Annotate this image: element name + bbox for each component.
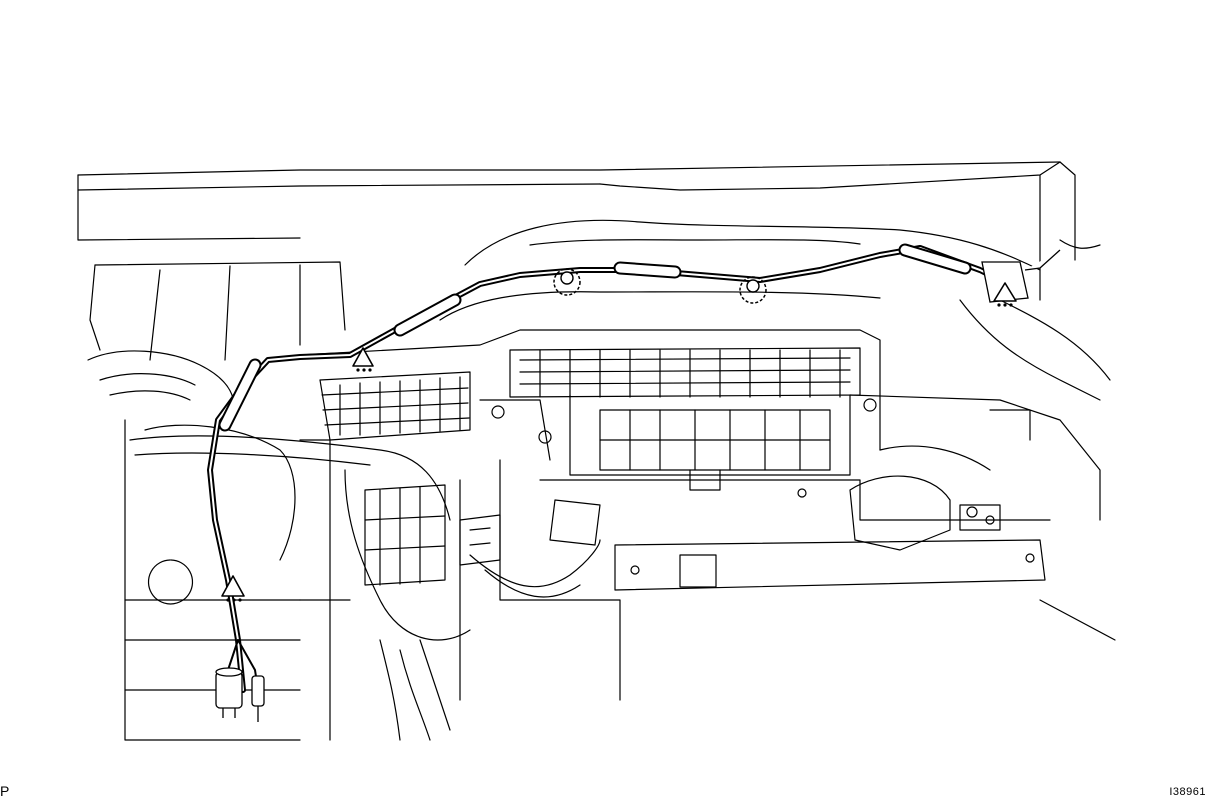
figure-id-label: I38961 [1169, 786, 1206, 798]
corner-label-left: P [0, 783, 10, 799]
antenna-plug-connector [215, 667, 243, 718]
warning-triangle-dots [226, 303, 1013, 602]
warning-triangle-icon [221, 282, 1017, 597]
clip-hole-icon [553, 268, 767, 304]
antenna-cord [207, 243, 1003, 693]
clip-icon [560, 271, 760, 293]
antenna-cord-right-connector [981, 249, 1061, 303]
antenna-pin-connector [251, 675, 265, 722]
instrument-panel-outline [77, 161, 1116, 741]
